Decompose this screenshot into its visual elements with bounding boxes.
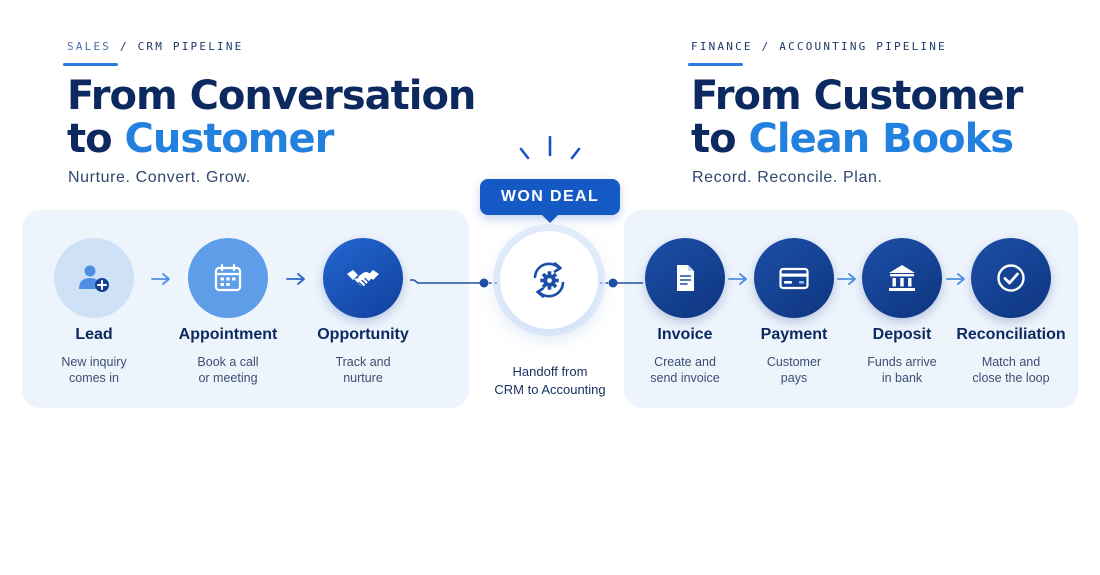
sales-eyebrow-underline [63, 63, 118, 66]
step-appointment-desc-line1: Book a call [197, 355, 259, 369]
handoff-caption: Handoff from CRM to Accounting [474, 363, 626, 399]
step-payment-desc-line1: Customer [766, 355, 822, 369]
sales-headline-line2: to Customer [67, 118, 475, 161]
handoff-caption-line1: Handoff from [512, 364, 588, 379]
opportunity-icon-circle [323, 238, 403, 318]
step-lead-desc-line1: New inquiry [61, 355, 127, 369]
step-deposit-desc-line1: Funds arrive [867, 355, 937, 369]
celebration-rays-icon [519, 135, 581, 160]
finance-eyebrow-prefix: FINANCE [691, 40, 753, 53]
handoff-hub [500, 231, 598, 329]
step-reconciliation-desc-line1: Match and [981, 355, 1041, 369]
step-appointment: Appointment Book a call or meeting [163, 238, 293, 386]
step-reconciliation-title: Reconciliation [956, 326, 1066, 343]
bank-icon [889, 265, 915, 291]
arrow-right-icon [151, 273, 170, 285]
step-reconciliation-description: Match and close the loop [946, 354, 1076, 386]
document-icon [677, 265, 694, 291]
step-invoice-description: Create and send invoice [620, 354, 750, 386]
step-payment-title: Payment [760, 326, 828, 343]
finance-eyebrow-separator: / [761, 40, 771, 53]
step-opportunity: Opportunity Track and nurture [298, 238, 428, 386]
calendar-icon [214, 263, 242, 292]
sales-eyebrow: SALES / CRM PIPELINE [67, 40, 243, 53]
step-deposit: Deposit Funds arrive in bank [837, 238, 967, 386]
arrow-right-icon [946, 273, 965, 285]
finance-eyebrow-label: ACCOUNTING PIPELINE [779, 40, 947, 53]
finance-eyebrow: FINANCE / ACCOUNTING PIPELINE [691, 40, 947, 53]
step-opportunity-description: Track and nurture [298, 354, 428, 386]
step-appointment-description: Book a call or meeting [163, 354, 293, 386]
sales-headline-to: to [67, 116, 113, 162]
handoff-hub-circle [500, 231, 598, 329]
connector-node-left [479, 278, 489, 288]
finance-headline: From Customer to Clean Books [691, 73, 1023, 161]
sales-eyebrow-prefix: SALES [67, 40, 112, 53]
step-invoice-title: Invoice [657, 326, 713, 343]
step-payment-description: Customer pays [729, 354, 859, 386]
arrow-right-icon [728, 273, 747, 285]
sales-headline-accent: Customer [124, 116, 335, 162]
appointment-icon-circle [188, 238, 268, 318]
step-opportunity-desc-line2: nurture [343, 371, 383, 385]
sales-eyebrow-label: CRM PIPELINE [137, 40, 244, 53]
step-payment: Payment Customer pays [729, 238, 859, 386]
sync-gear-icon [533, 262, 565, 298]
handoff-connectors [410, 278, 643, 288]
step-reconciliation: Reconciliation Match and close the loop [946, 238, 1076, 386]
connector-line-left [410, 279, 484, 284]
sales-tagline: Nurture. Convert. Grow. [68, 169, 251, 186]
sales-eyebrow-separator: / [119, 40, 129, 53]
sales-headline-line1: From Conversation [67, 73, 476, 119]
invoice-icon-circle [645, 238, 725, 318]
won-deal-badge: WON DEAL [480, 179, 620, 223]
step-lead-description: New inquiry comes in [29, 354, 159, 386]
step-reconciliation-desc-line2: close the loop [972, 371, 1050, 385]
handshake-icon [347, 270, 379, 287]
step-lead-title: Lead [75, 326, 113, 343]
step-appointment-title: Appointment [178, 326, 278, 343]
step-deposit-desc-line2: in bank [881, 371, 923, 385]
step-invoice-desc-line2: send invoice [650, 371, 720, 385]
handoff-caption-line2: CRM to Accounting [494, 382, 606, 397]
credit-card-icon [779, 267, 809, 290]
finance-headline-line1: From Customer [691, 73, 1023, 119]
lead-icon-circle [54, 238, 134, 318]
sales-headline: From Conversation to Customer [67, 73, 476, 161]
step-appointment-desc-line2: or meeting [198, 371, 258, 385]
arrow-right-icon [837, 273, 856, 285]
finance-eyebrow-underline [688, 63, 743, 66]
deposit-icon-circle [862, 238, 942, 318]
finance-headline-to: to [691, 116, 737, 162]
add-user-icon [79, 265, 109, 292]
payment-icon-circle [754, 238, 834, 318]
step-deposit-title: Deposit [872, 326, 932, 343]
reconciliation-icon-circle [971, 238, 1051, 318]
step-deposit-description: Funds arrive in bank [837, 354, 967, 386]
step-invoice: Invoice Create and send invoice [620, 238, 750, 386]
finance-headline-accent: Clean Books [748, 116, 1014, 162]
step-opportunity-title: Opportunity [317, 326, 409, 343]
step-invoice-desc-line1: Create and [654, 355, 716, 369]
step-lead-desc-line2: comes in [68, 371, 120, 385]
step-payment-desc-line2: pays [780, 371, 808, 385]
arrow-right-icon [286, 273, 305, 285]
finance-headline-line2: to Clean Books [691, 118, 1022, 161]
finance-tagline: Record. Reconcile. Plan. [692, 169, 883, 186]
step-opportunity-desc-line1: Track and [335, 355, 391, 369]
step-lead: Lead New inquiry comes in [29, 238, 159, 386]
checkmark-icon [997, 264, 1025, 292]
